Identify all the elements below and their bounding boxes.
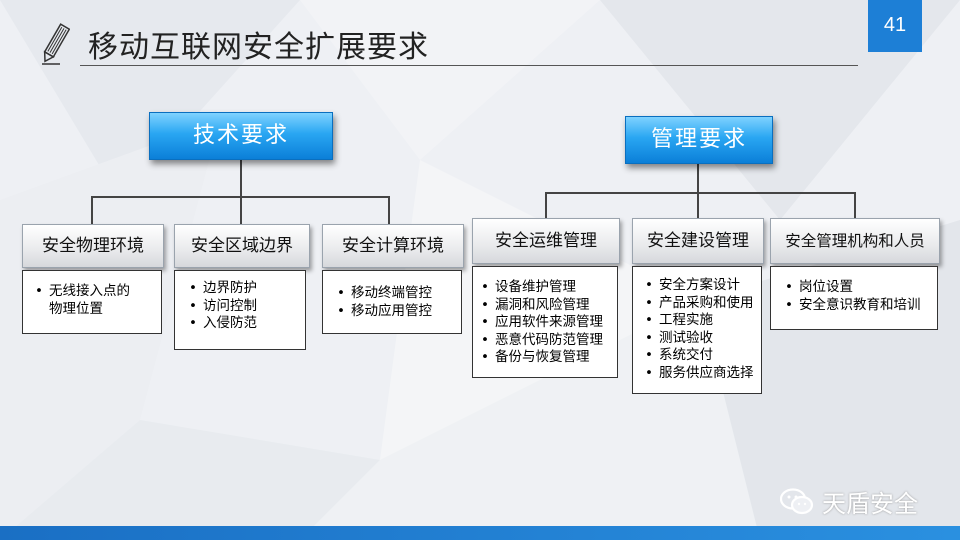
- list-item: 移动应用管控: [331, 303, 457, 321]
- category-label: 安全运维管理: [495, 231, 597, 251]
- connector-line: [697, 164, 699, 192]
- list-item: 系统交付: [639, 347, 759, 365]
- page-number: 41: [868, 0, 922, 52]
- category-box-build-management: 安全建设管理: [632, 218, 764, 264]
- list-item: 访问控制: [183, 298, 301, 316]
- list-item: 产品采购和使用: [639, 295, 759, 313]
- category-label: 安全计算环境: [342, 236, 444, 256]
- category-label: 安全物理环境: [42, 236, 144, 256]
- list-item: 漏洞和风险管理: [475, 297, 615, 315]
- category-box-org-personnel: 安全管理机构和人员: [770, 218, 940, 264]
- list-item: 服务供应商选择: [639, 365, 759, 383]
- list-item: 测试验收: [639, 330, 759, 348]
- connector-line: [240, 160, 242, 196]
- footer-bar: [0, 526, 960, 540]
- list-item: 安全方案设计: [639, 277, 759, 295]
- list-item: 工程实施: [639, 312, 759, 330]
- mgmt-requirements-box: 管理要求: [625, 116, 773, 164]
- connector-line: [854, 192, 856, 218]
- category-box-physical-env: 安全物理环境: [22, 224, 164, 268]
- title-underline: [80, 65, 858, 66]
- watermark-text: 天盾安全: [822, 490, 918, 518]
- category-label: 安全区域边界: [191, 236, 293, 256]
- connector-line: [545, 192, 547, 218]
- connector-line: [91, 196, 93, 224]
- connector-line: [697, 192, 699, 218]
- page-title: 移动互联网安全扩展要求: [88, 30, 429, 65]
- list-item: 应用软件来源管理: [475, 314, 615, 332]
- category-box-ops-management: 安全运维管理: [472, 218, 620, 264]
- watermark: 天盾安全: [780, 484, 918, 519]
- list-item: 岗位设置: [779, 279, 935, 297]
- mgmt-requirements-label: 管理要求: [650, 127, 747, 152]
- category-box-area-boundary: 安全区域边界: [174, 224, 310, 268]
- tech-requirements-box: 技术要求: [149, 112, 333, 160]
- tech-requirements-label: 技术要求: [192, 123, 289, 148]
- list-build-management: 安全方案设计 产品采购和使用 工程实施 测试验收 系统交付 服务供应商选择: [632, 266, 762, 394]
- list-computing-env: 移动终端管控 移动应用管控: [322, 270, 462, 334]
- category-label: 安全管理机构和人员: [785, 232, 925, 250]
- list-ops-management: 设备维护管理 漏洞和风险管理 应用软件来源管理 恶意代码防范管理 备份与恢复管理: [472, 266, 618, 378]
- list-item: 安全意识教育和培训: [779, 297, 935, 315]
- wechat-icon: [780, 487, 814, 514]
- connector-line: [388, 196, 390, 224]
- list-item: 恶意代码防范管理: [475, 332, 615, 350]
- pencil-icon: [40, 22, 71, 66]
- list-area-boundary: 边界防护 访问控制 入侵防范: [174, 270, 306, 350]
- connector-line: [545, 192, 855, 194]
- list-item-text: 物理位置: [49, 300, 103, 317]
- connector-line: [240, 196, 242, 224]
- list-item: 入侵防范: [183, 315, 301, 333]
- category-box-computing-env: 安全计算环境: [322, 224, 464, 268]
- list-item: 移动终端管控: [331, 285, 457, 303]
- list-item: 备份与恢复管理: [475, 349, 615, 367]
- category-label: 安全建设管理: [647, 231, 749, 251]
- list-item: 设备维护管理: [475, 279, 615, 297]
- list-item-text: 无线接入点的: [49, 283, 130, 299]
- list-org-personnel: 岗位设置 安全意识教育和培训: [770, 266, 938, 330]
- list-item: 边界防护: [183, 280, 301, 298]
